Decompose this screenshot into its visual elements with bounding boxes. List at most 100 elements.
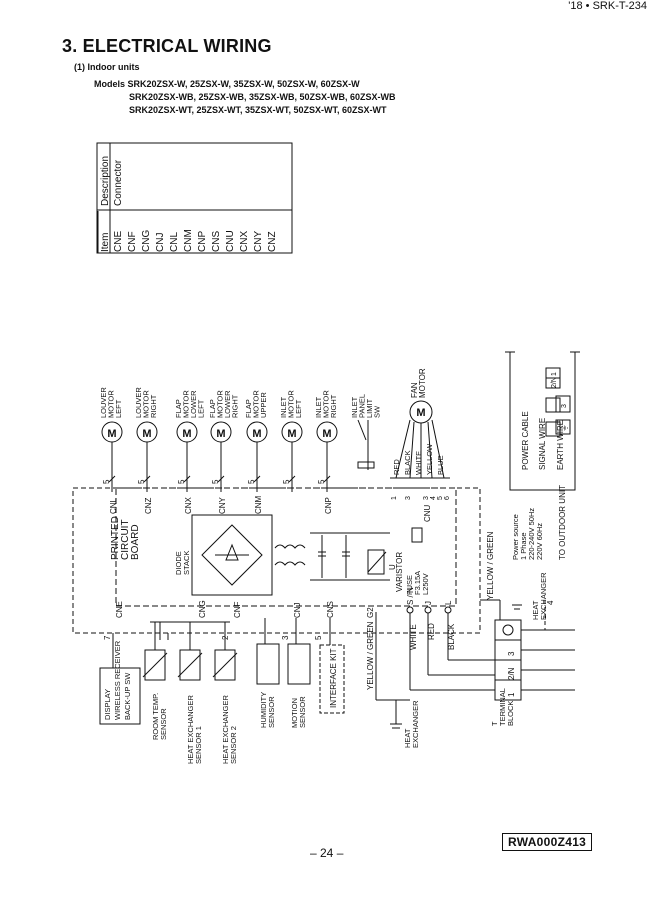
fuse-label-2: L250V [421,573,430,595]
display-box-label-2: BACK-UP SW [123,672,132,720]
board-label-1: CIRCUIT [120,519,131,560]
outdoor-pin: 4 [546,600,555,605]
motor-4-label-2: UPPER [259,392,268,418]
models-list: Models SRK20ZSX-W, 25ZSX-W, 35ZSX-W, 50Z… [94,78,396,117]
bottom-connector-cns: CNS [326,601,335,618]
motor-1-pins: 5 [137,479,146,484]
to-outdoor-unit: TO OUTDOOR UNIT [558,485,567,560]
motor-6-label-1: MOTOR [322,390,331,418]
interface-kit-label: INTERFACE KIT [329,648,338,708]
legend-box-0-label: POWER CABLE [521,411,530,470]
legend-item-cng: CNG [141,230,152,252]
humidity-sensor-box [256,643,280,685]
legend-header-item: Item [100,233,111,252]
fan-motor-label-1: MOTOR [418,368,427,398]
motor-1-label-2: RIGHT [149,394,158,418]
u-mark: U [388,564,397,570]
limit-switch-label-0: INLET [350,396,359,418]
legend-item-cnf: CNF [127,231,138,252]
bottom-connector-g2: G2 [366,607,375,618]
legend-header-description: Description [100,156,111,206]
bottom-connector-cnj-pins: 3 [281,635,290,640]
bottom-connector-cns-pins: 5 [314,635,323,640]
models-line-2: SRK20ZSX-WB, 25ZSX-WB, 35ZSX-WB, 50ZSX-W… [129,92,396,102]
motor-3-symbol: M [216,428,225,440]
power-source-1: 1 Phase [519,532,528,560]
motor-4-label-1: MOTOR [252,390,261,418]
motor-2-label-0: FLAP [174,399,183,418]
board-label-0: PRINTED [110,516,121,560]
power-source-3: 220V 60Hz [535,523,544,560]
motor-2-label-3: LEFT [197,399,206,418]
legend-box-signal-3: 3 [561,404,568,408]
connector-cnp: CNP [324,497,333,514]
terminal-pin-s: S / N [406,587,415,605]
legend-item-cnl: CNL [169,232,180,252]
diode-bridge [201,524,263,586]
diode-label-0: DIODE [174,551,183,575]
legend-item-cnx: CNX [239,231,250,252]
terminal-block-label-2: BLOCK [506,701,515,726]
bottom-connector-cnf-pins: 2 [221,635,230,640]
display-box [99,667,141,725]
legend-table-border [96,142,293,254]
models-line-1: SRK20ZSX-W, 25ZSX-W, 35ZSX-W, 50ZSX-W, 6… [127,79,360,89]
motor-0-circle [101,421,123,443]
motor-2-label-1: MOTOR [182,390,191,418]
legend-box-earth-symbol: ⏚ [560,424,569,432]
varistor-symbol [367,549,385,575]
fan-motor-label-0: FAN [410,382,419,398]
motor-3-label-2: LOWER [223,390,232,418]
room-temp-label-1: SENSOR [159,708,168,740]
fuse-label-1: F3.15A [413,571,422,595]
limit-switch-label-3: SW [373,405,382,418]
terminal-pin-j: J [424,601,433,605]
legend-box-2-label: EARTH WIRE [556,420,565,470]
limit-switch-label-2: LIMIT [365,398,374,418]
fuse-label-0: FUSE [405,575,414,595]
interface-kit-box [319,644,345,714]
room-temp-label-0: ROOM TEMP. [151,693,160,740]
motor-6-symbol: M [322,428,331,440]
legend-item-cnm: CNM [183,229,194,252]
motor-5-label-1: MOTOR [287,390,296,418]
fuse-symbol [411,527,423,543]
section-subtitle: (1) Indoor units [74,62,140,72]
connector-cny: CNY [218,496,227,514]
connector-cnz: CNZ [144,497,153,514]
printed-circuit-board [72,487,481,634]
bottom-connector-cng: CNG [198,600,207,618]
hx-sensor-2-symbol [214,649,236,681]
fan-pin-one: 1 [391,496,398,500]
fan-wire-black: BLACK [403,450,412,475]
motor-4-circle [246,421,268,443]
motor-2-pins: 5 [177,479,186,484]
motor-2-label-2: LOWER [189,390,198,418]
wire-red: RED [427,623,436,640]
legend-item-cns: CNS [211,231,222,252]
models-line-3: SRK20ZSX-WT, 25ZSX-WT, 35ZSX-WT, 50ZSX-W… [129,105,387,115]
yellow-green-label-left: YELLOW / GREEN [366,621,375,690]
document-id: RWA000Z413 [502,833,593,851]
connector-cnu: CNU [423,504,432,522]
bottom-connector-cne-pins: 7 [103,635,112,640]
page-number: – 24 – [310,846,344,860]
heat-exchanger-bottom-1: EXCHANGER [411,700,420,748]
fan-wire-yellow: YELLOW [425,443,434,475]
motor-1-circle [136,421,158,443]
bottom-connector-cne: CNE [115,601,124,618]
power-source-0: Power source [511,514,520,560]
fan-wire-blue: BLUE [436,455,445,475]
motor-3-label-1: MOTOR [216,390,225,418]
motion-label-1: SENSOR [298,696,307,728]
humidity-label-0: HUMIDITY [259,692,268,728]
motor-0-pins: 5 [102,479,111,484]
section-title: 3. ELECTRICAL WIRING [62,36,272,56]
heat-exchanger-right-0: HEAT [531,600,540,620]
connector-cnx: CNX [184,496,193,514]
motor-5-label-2: LEFT [294,399,303,418]
motor-4-pins: 5 [247,479,256,484]
doc-reference: '18 • SRK-T-234 [568,0,647,12]
motor-5-pins: 5 [282,479,291,484]
tb-number-3: 3 [507,651,516,656]
